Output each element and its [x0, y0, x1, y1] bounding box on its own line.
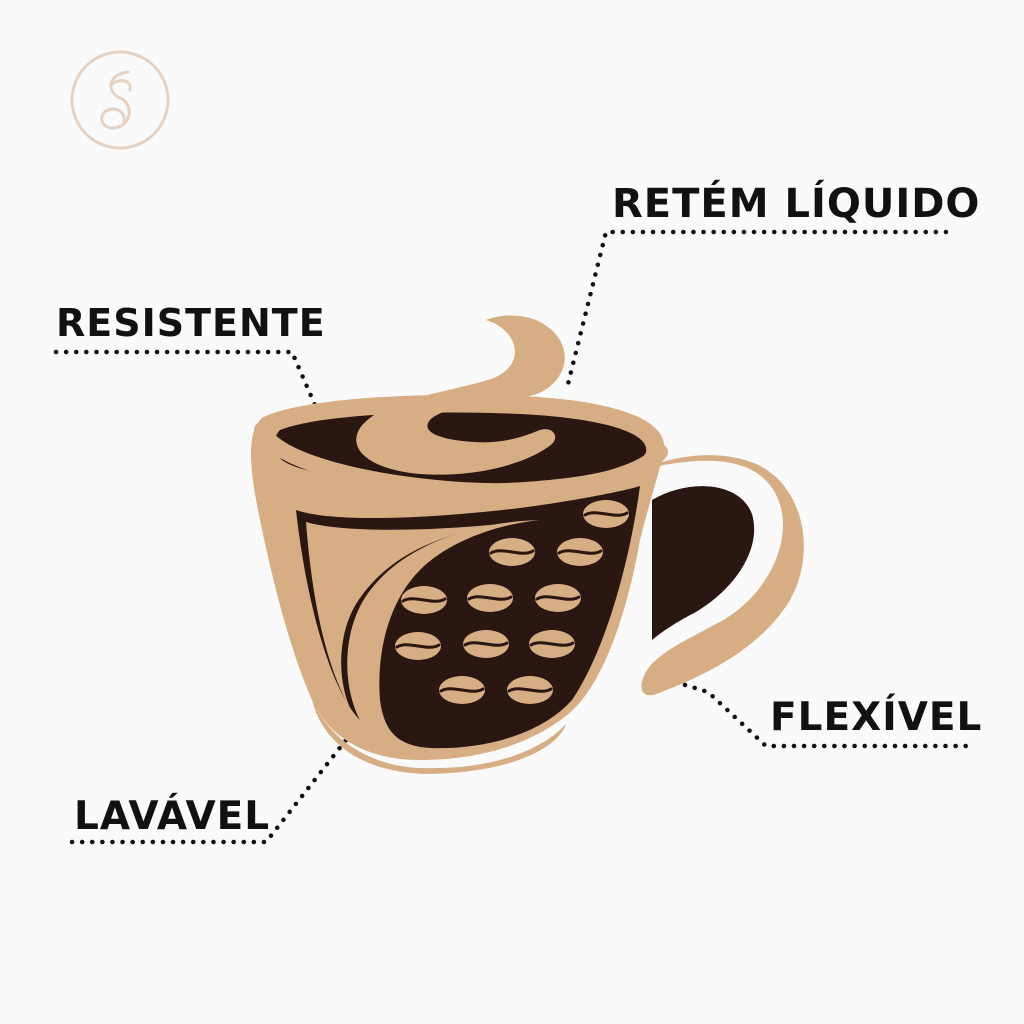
leader-lavavel [69, 737, 349, 845]
coffee-bean-icon [393, 630, 443, 662]
coffee-bean-icon [533, 582, 583, 614]
steam-swirl [356, 315, 565, 475]
monogram-logo-icon [70, 50, 170, 150]
coffee-bean-icon [505, 674, 555, 706]
label-lavavel: LAVÁVEL [74, 794, 271, 839]
label-resistente: RESISTENTE [56, 301, 326, 345]
cup-handle [640, 455, 804, 696]
leader-resistente [53, 349, 321, 415]
label-flexivel: FLEXÍVEL [770, 695, 983, 740]
label-retem-liquido: RETÉM LÍQUIDO [612, 181, 981, 227]
coffee-bean-icon [581, 498, 631, 530]
coffee-bean-icon [437, 674, 487, 706]
coffee-bean-icon [487, 536, 537, 568]
coffee-bean-icon [465, 582, 515, 614]
coffee-bean-icon [399, 584, 449, 616]
coffee-bean-icon [527, 628, 577, 660]
coffee-bean-icon [461, 628, 511, 660]
coffee-bean-icon [555, 536, 605, 568]
leader-flexivel [653, 673, 969, 749]
leader-retem-liquido [563, 229, 949, 395]
